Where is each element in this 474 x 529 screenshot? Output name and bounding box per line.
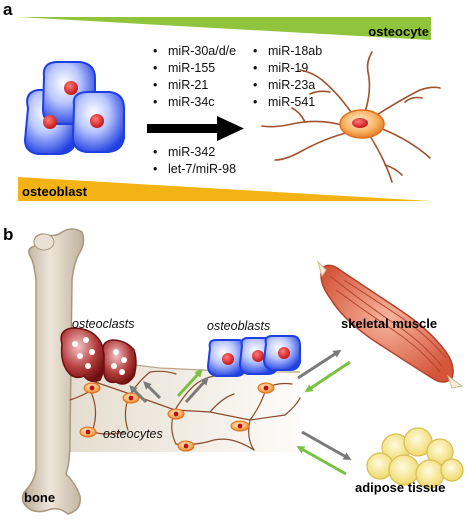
bone-illustration xyxy=(21,228,85,515)
panel-b-letter: b xyxy=(3,225,13,244)
mirna-label: miR-19 xyxy=(268,61,308,75)
osteocyte-gradient-band xyxy=(18,17,431,40)
osteoclast-cells xyxy=(60,327,137,385)
bullet-dot: • xyxy=(253,61,257,75)
bullet-dot: • xyxy=(153,95,157,109)
differentiation-arrow xyxy=(147,116,244,141)
mirna-label: miR-34c xyxy=(168,95,215,109)
signaling-arrows-outer xyxy=(296,349,352,476)
bone-label: bone xyxy=(24,490,55,505)
skeletal-muscle-label: skeletal muscle xyxy=(341,316,437,331)
osteoblast-cell-cluster xyxy=(23,61,125,155)
osteocytes-label: osteocytes xyxy=(103,427,163,441)
panel-a: a osteocyte osteoblast • miR-30a/d/e • m… xyxy=(3,0,441,201)
osteocyte-illustration xyxy=(261,51,441,183)
mirna-label: miR-18ab xyxy=(268,44,322,58)
skeletal-muscle-illustration xyxy=(316,260,464,389)
bullet-dot: • xyxy=(153,162,157,176)
bullet-dot: • xyxy=(253,78,257,92)
panel-b: b bone osteoclasts xyxy=(3,225,464,515)
osteocyte-cells-b xyxy=(79,382,275,452)
osteoblast-cells-b xyxy=(206,335,301,377)
mirna-label: miR-541 xyxy=(268,95,315,109)
osteoblast-band-label: osteoblast xyxy=(22,184,88,199)
osteoblasts-label: osteoblasts xyxy=(207,319,270,333)
mirna-label: let-7/miR-98 xyxy=(168,162,236,176)
osteoblast-gradient-band xyxy=(18,177,431,201)
mirna-list-bottom: • miR-342 • let-7/miR-98 xyxy=(153,145,236,176)
bullet-dot: • xyxy=(153,44,157,58)
mirna-label: miR-342 xyxy=(168,145,215,159)
mirna-list-left-top: • miR-30a/d/e • miR-155 • miR-21 • miR-3… xyxy=(153,44,236,109)
mirna-label: miR-155 xyxy=(168,61,215,75)
osteoclasts-label: osteoclasts xyxy=(72,317,135,331)
bullet-dot: • xyxy=(253,44,257,58)
bullet-dot: • xyxy=(153,145,157,159)
adipose-tissue-label: adipose tissue xyxy=(355,480,445,495)
bullet-dot: • xyxy=(153,61,157,75)
mirna-label: miR-30a/d/e xyxy=(168,44,236,58)
panel-a-letter: a xyxy=(3,0,13,19)
bullet-dot: • xyxy=(253,95,257,109)
osteocyte-band-label: osteocyte xyxy=(368,24,429,39)
mirna-label: miR-23a xyxy=(268,78,315,92)
bullet-dot: • xyxy=(153,78,157,92)
mirna-list-right-top: • miR-18ab • miR-19 • miR-23a • miR-541 xyxy=(253,44,322,109)
adipose-tissue-illustration xyxy=(366,427,464,489)
mirna-label: miR-21 xyxy=(168,78,208,92)
signaling-arrows-inner xyxy=(129,369,209,404)
